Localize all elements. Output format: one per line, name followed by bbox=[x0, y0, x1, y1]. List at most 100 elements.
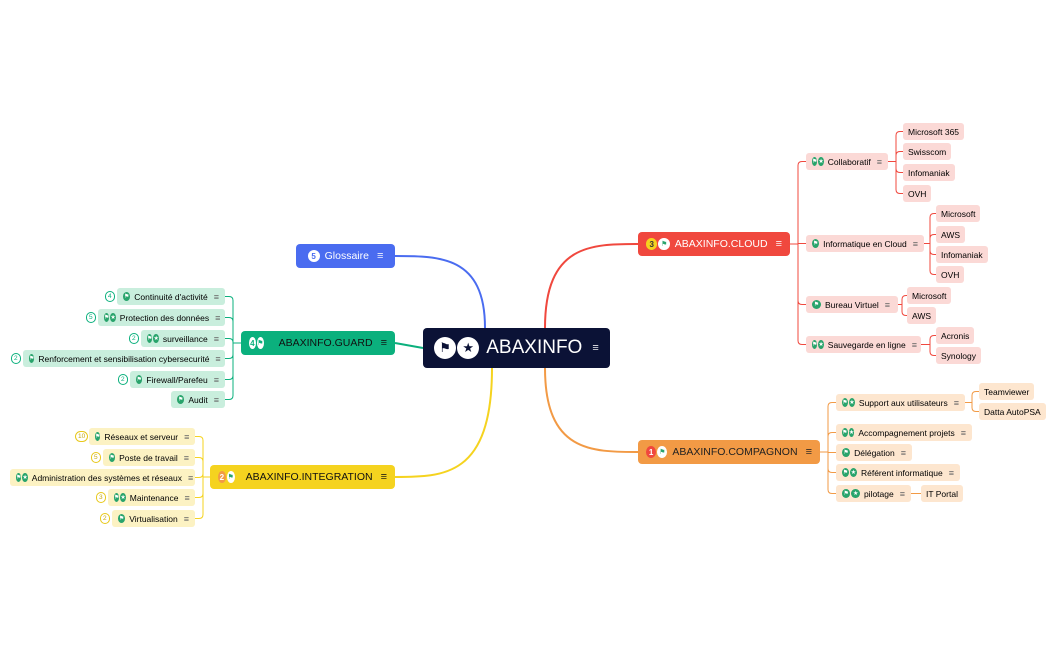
subtopic-sauvegarde[interactable]: ⚑★ Sauvegarde en ligne≡ bbox=[806, 336, 921, 353]
leaf-topic[interactable]: AWS bbox=[936, 226, 966, 243]
leaf-topic[interactable]: Infomaniak bbox=[903, 164, 955, 181]
flag-icon: ⚑ bbox=[226, 471, 235, 483]
topic-label: ABAXINFO.GUARD bbox=[278, 337, 373, 349]
leaf-topic[interactable]: IT Portal bbox=[921, 485, 963, 502]
subtopic-referent[interactable]: ⚑★ Référent informatique≡ bbox=[836, 464, 960, 481]
connector-line bbox=[929, 250, 936, 255]
notes-icon: ≡ bbox=[380, 337, 387, 349]
flag-icon: ⚑ bbox=[842, 398, 848, 407]
leaf-topic[interactable]: Acronis bbox=[936, 327, 975, 344]
notes-icon: ≡ bbox=[380, 471, 387, 483]
connector-line bbox=[895, 131, 903, 136]
priority-icon: 5 bbox=[307, 250, 320, 262]
flag-icon: ⚑ bbox=[812, 340, 818, 349]
subtopic-surveillance[interactable]: ⚑★ surveillance≡ bbox=[141, 330, 225, 347]
connector-line bbox=[394, 342, 424, 349]
subtopic-label: Délégation bbox=[854, 447, 895, 458]
subtopic-maintenance[interactable]: ⚑★ Maintenance≡ bbox=[108, 489, 195, 506]
notes-icon: ≡ bbox=[805, 446, 812, 458]
topic-guard[interactable]: 4 ⚑ ABAXINFO.GUARD ≡ bbox=[241, 331, 395, 355]
subtopic-renforcement[interactable]: ⚑ Renforcement et sensibilisation cybers… bbox=[23, 350, 225, 367]
star-icon: ★ bbox=[153, 334, 159, 343]
flag-icon: ⚑ bbox=[177, 395, 185, 404]
star-icon: ★ bbox=[848, 428, 855, 437]
connector-line bbox=[225, 375, 234, 380]
subtopic-administration[interactable]: ⚑★ Administration des systèmes et réseau… bbox=[10, 469, 195, 486]
leaf-topic[interactable]: AWS bbox=[907, 307, 937, 324]
leaf-topic[interactable]: Microsoft bbox=[907, 287, 952, 304]
flag-icon: ⚑ bbox=[104, 313, 110, 322]
subtopic-virtualisation[interactable]: ⚑ Virtualisation≡ bbox=[112, 510, 195, 527]
connector-line bbox=[895, 168, 903, 173]
subtopic-reseaux[interactable]: ⚑ Réseaux et serveur≡ bbox=[89, 428, 195, 445]
connector-line bbox=[195, 514, 204, 519]
collapsed-count-badge[interactable]: 2 bbox=[129, 333, 139, 344]
collapsed-count-badge[interactable]: 3 bbox=[96, 492, 106, 503]
subtopic-delegation[interactable]: ⚑ Délégation≡ bbox=[836, 444, 912, 461]
subtopic-label: Protection des données bbox=[119, 312, 210, 323]
subtopic-label: Virtualisation bbox=[129, 513, 178, 524]
collapsed-count-badge[interactable]: 2 bbox=[100, 513, 110, 524]
subtopic-support[interactable]: ⚑★ Support aux utilisateurs≡ bbox=[836, 394, 965, 411]
subtopic-firewall[interactable]: ⚑ Firewall/Parefeu≡ bbox=[130, 371, 225, 388]
notes-icon: ≡ bbox=[213, 333, 219, 344]
subtopic-collaboratif[interactable]: ⚑★ Collaboratif≡ bbox=[806, 153, 888, 170]
root-label: ABAXINFO bbox=[486, 337, 583, 358]
connector-line bbox=[225, 338, 234, 343]
leaf-topic[interactable]: OVH bbox=[936, 266, 965, 283]
notes-icon: ≡ bbox=[899, 488, 905, 499]
topic-integration[interactable]: 2 ⚑ ABAXINFO.INTEGRATION ≡ bbox=[210, 465, 395, 489]
leaf-topic[interactable]: Microsoft bbox=[936, 205, 981, 222]
connector-line bbox=[394, 367, 493, 478]
subtopic-label: Firewall/Parefeu bbox=[146, 374, 208, 385]
subtopic-label: surveillance bbox=[162, 333, 208, 344]
collapsed-count-badge[interactable]: 2 bbox=[11, 353, 21, 364]
notes-icon: ≡ bbox=[911, 339, 918, 350]
notes-icon: ≡ bbox=[215, 312, 221, 323]
topic-cloud[interactable]: 3 ⚑ ABAXINFO.CLOUD ≡ bbox=[638, 232, 790, 256]
subtopic-bureau-virtuel[interactable]: ⚑ Bureau Virtuel≡ bbox=[806, 296, 898, 313]
topic-compagnon[interactable]: 1 ⚑ ABAXINFO.COMPAGNON ≡ bbox=[638, 440, 820, 464]
subtopic-informatique-cloud[interactable]: ⚑ Informatique en Cloud≡ bbox=[806, 235, 924, 252]
connector-line bbox=[929, 351, 936, 356]
connector-line bbox=[895, 151, 903, 156]
notes-icon: ≡ bbox=[183, 513, 189, 524]
subtopic-label: Audit bbox=[188, 394, 208, 405]
connector-line bbox=[195, 436, 204, 441]
connector-line bbox=[827, 402, 836, 407]
leaf-topic[interactable]: OVH bbox=[903, 185, 932, 202]
leaf-topic[interactable]: Synology bbox=[936, 347, 981, 364]
subtopic-label: Renforcement et sensibilisation cybersec… bbox=[38, 353, 210, 364]
notes-icon: ≡ bbox=[376, 250, 384, 262]
collapsed-count-badge[interactable]: 5 bbox=[91, 452, 101, 463]
notes-icon: ≡ bbox=[213, 374, 219, 385]
priority-icon: 3 bbox=[646, 238, 658, 250]
subtopic-continuite[interactable]: ⚑ Continuité d'activité≡ bbox=[117, 288, 225, 305]
leaf-topic[interactable]: Datta AutoPSA bbox=[979, 403, 1046, 420]
connector-line bbox=[195, 493, 204, 498]
leaf-topic[interactable]: Swisscom bbox=[903, 143, 952, 160]
subtopic-audit[interactable]: ⚑ Audit≡ bbox=[171, 391, 225, 408]
subtopic-poste[interactable]: ⚑ Poste de travail≡ bbox=[103, 449, 195, 466]
collapsed-count-badge[interactable]: 2 bbox=[118, 374, 128, 385]
notes-icon: ≡ bbox=[188, 472, 194, 483]
leaf-topic[interactable]: Infomaniak bbox=[936, 246, 988, 263]
priority-icon: 1 bbox=[646, 446, 657, 458]
topic-glossaire[interactable]: 5 Glossaire ≡ bbox=[296, 244, 395, 268]
connector-line bbox=[929, 213, 936, 218]
subtopic-accompagnement[interactable]: ⚑★ Accompagnement projets≡ bbox=[836, 424, 972, 441]
leaf-topic[interactable]: Teamviewer bbox=[979, 383, 1035, 400]
subtopic-protection[interactable]: ⚑★ Protection des données≡ bbox=[98, 309, 225, 326]
subtopic-pilotage[interactable]: ⚑★ pilotage≡ bbox=[836, 485, 911, 502]
connector-line bbox=[901, 311, 907, 316]
notes-icon: ≡ bbox=[213, 291, 219, 302]
star-icon: ★ bbox=[457, 337, 480, 359]
flag-icon: ⚑ bbox=[657, 446, 668, 458]
root-topic[interactable]: ⚑ ★ ABAXINFO ≡ bbox=[423, 328, 610, 368]
subtopic-label: Bureau Virtuel bbox=[825, 299, 879, 310]
collapsed-count-badge[interactable]: 5 bbox=[86, 312, 96, 323]
collapsed-count-badge[interactable]: 10 bbox=[75, 431, 89, 442]
leaf-topic[interactable]: Microsoft 365 bbox=[903, 123, 965, 140]
collapsed-count-badge[interactable]: 4 bbox=[105, 291, 115, 302]
